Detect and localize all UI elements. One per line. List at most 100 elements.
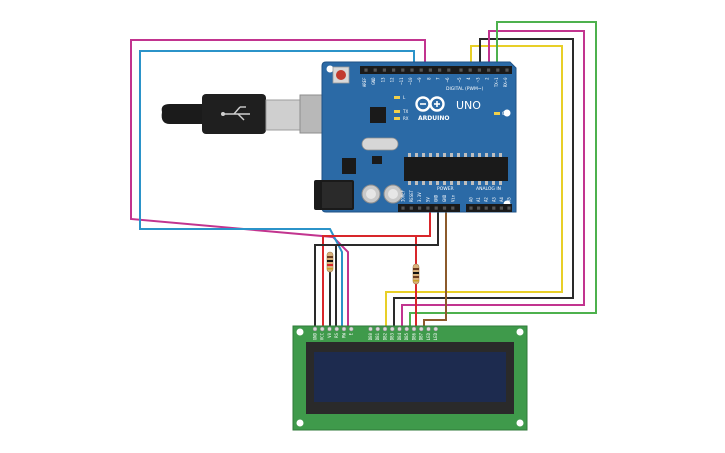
wire-yellow-db4[interactable] <box>385 45 563 327</box>
digital-pin[interactable] <box>392 68 396 72</box>
analog-pin-label: A3 <box>491 197 496 202</box>
lcd-pin[interactable] <box>382 326 388 332</box>
analog-pin-label: A1 <box>476 197 481 202</box>
lcd-pin[interactable] <box>375 326 380 332</box>
arduino-uno-board[interactable]: L TX RX ON ARDUINO UNO <box>314 61 517 213</box>
resistor-icon[interactable] <box>412 263 420 285</box>
digital-pin[interactable] <box>373 68 377 72</box>
analog-pin-label: A0 <box>469 197 474 202</box>
analog-pin[interactable] <box>484 206 488 210</box>
lcd-pin-label: DB1 <box>375 332 380 340</box>
analog-pin[interactable] <box>477 206 481 210</box>
tx-led-label: TX <box>402 109 408 114</box>
wire-black-db5[interactable] <box>393 38 574 327</box>
usb-chip <box>370 107 386 123</box>
usb-cable-icon[interactable] <box>161 94 339 134</box>
lcd-pin-label: DB3 <box>390 332 395 340</box>
digital-pin-label: TX→1 <box>494 77 499 87</box>
power-pin[interactable] <box>451 206 455 210</box>
digital-pin[interactable] <box>468 68 472 72</box>
lcd-pin[interactable] <box>397 326 402 332</box>
digital-pin[interactable] <box>477 68 481 72</box>
power-pin[interactable] <box>442 206 447 210</box>
wire-magenta-db6[interactable] <box>401 30 585 327</box>
power-pin[interactable] <box>401 206 405 210</box>
analog-pin-label: A4 <box>499 197 504 202</box>
analog-pin-label: A5 <box>507 197 512 202</box>
lcd-pin[interactable] <box>349 326 354 332</box>
crystal <box>361 137 399 151</box>
analog-pin[interactable] <box>469 206 473 210</box>
wire-brown-led[interactable] <box>423 212 447 327</box>
lcd-pin[interactable] <box>419 326 424 332</box>
digital-pin[interactable] <box>364 68 368 72</box>
digital-pin[interactable] <box>382 68 386 72</box>
digital-pin[interactable] <box>410 68 414 72</box>
lcd-pin[interactable] <box>426 326 431 332</box>
analog-pin[interactable] <box>492 206 496 210</box>
l-led-label: L <box>403 95 406 100</box>
lcd-pin[interactable] <box>327 326 332 332</box>
lcd-pin-label: DB7 <box>419 332 424 340</box>
analog-pin[interactable] <box>507 206 511 210</box>
lcd-pin-label: E <box>349 332 354 335</box>
wire-black-gnd[interactable] <box>314 212 439 327</box>
lcd-pin[interactable] <box>433 326 438 332</box>
digital-pin[interactable] <box>438 68 442 72</box>
lcd-pin-label: LED <box>426 332 431 340</box>
lcd-pin-label: DB0 <box>368 332 373 340</box>
resistor-icon[interactable] <box>326 251 334 273</box>
lcd-pin[interactable] <box>341 326 347 332</box>
lcd-pin[interactable] <box>334 326 339 332</box>
power-pin-label: IOREF <box>401 189 406 202</box>
digital-pin-label: 13 <box>380 77 385 82</box>
digital-pin[interactable] <box>496 68 500 72</box>
wire-magenta-rw[interactable] <box>130 39 426 327</box>
analog-header[interactable] <box>466 204 512 212</box>
power-pin-label: RESET <box>409 189 414 202</box>
wire-green-db7[interactable] <box>409 21 597 327</box>
brand-label: ARDUINO <box>418 115 449 122</box>
lcd-pin-label: GND <box>312 332 317 340</box>
power-pin[interactable] <box>409 206 413 210</box>
analog-pin[interactable] <box>499 206 503 210</box>
digital-pin[interactable] <box>459 68 463 72</box>
lcd-pin[interactable] <box>368 326 373 332</box>
power-pin[interactable] <box>418 206 422 210</box>
digital-pin[interactable] <box>487 68 491 72</box>
power-label: POWER <box>437 186 454 192</box>
rx-led-label: RX <box>403 116 409 121</box>
reset-button-icon[interactable] <box>332 66 350 84</box>
lcd-pin[interactable] <box>404 326 409 332</box>
lcd-pin[interactable] <box>320 326 325 332</box>
wire-blue-rs[interactable] <box>139 50 415 327</box>
microcontroller-chip <box>404 157 508 181</box>
power-pin-label: GND <box>442 194 447 202</box>
digital-pin-label: ~5 <box>457 77 462 82</box>
digital-pin[interactable] <box>401 68 405 72</box>
digital-pin[interactable] <box>428 68 432 72</box>
digital-pin[interactable] <box>419 68 423 72</box>
digital-label: DIGITAL (PWM~) <box>446 86 484 92</box>
digital-pin-label: 4 <box>466 77 471 80</box>
digital-pin[interactable] <box>505 68 509 72</box>
wire-red-vcc[interactable] <box>322 212 431 327</box>
digital-pin-label: RX←0 <box>503 77 508 87</box>
on-led-label: ON <box>502 111 508 116</box>
wire-red-led[interactable] <box>415 235 430 327</box>
lcd-pin-label: RW <box>341 332 346 337</box>
lcd-pin[interactable] <box>312 326 318 332</box>
digital-pin-label: ~6 <box>445 77 450 82</box>
lcd-pin-label: DB6 <box>411 332 416 340</box>
digital-header[interactable] <box>360 66 512 74</box>
power-pin[interactable] <box>426 206 430 210</box>
power-pin-label: 5V <box>425 197 430 202</box>
analog-label: ANALOG IN <box>476 186 501 192</box>
lcd-pin[interactable] <box>411 326 417 332</box>
digital-pin-label: AREF <box>362 77 367 87</box>
lcd-pin[interactable] <box>390 326 395 332</box>
digital-pin[interactable] <box>447 68 451 72</box>
digital-pin-label: 2 <box>485 77 490 80</box>
power-pin[interactable] <box>434 206 438 210</box>
